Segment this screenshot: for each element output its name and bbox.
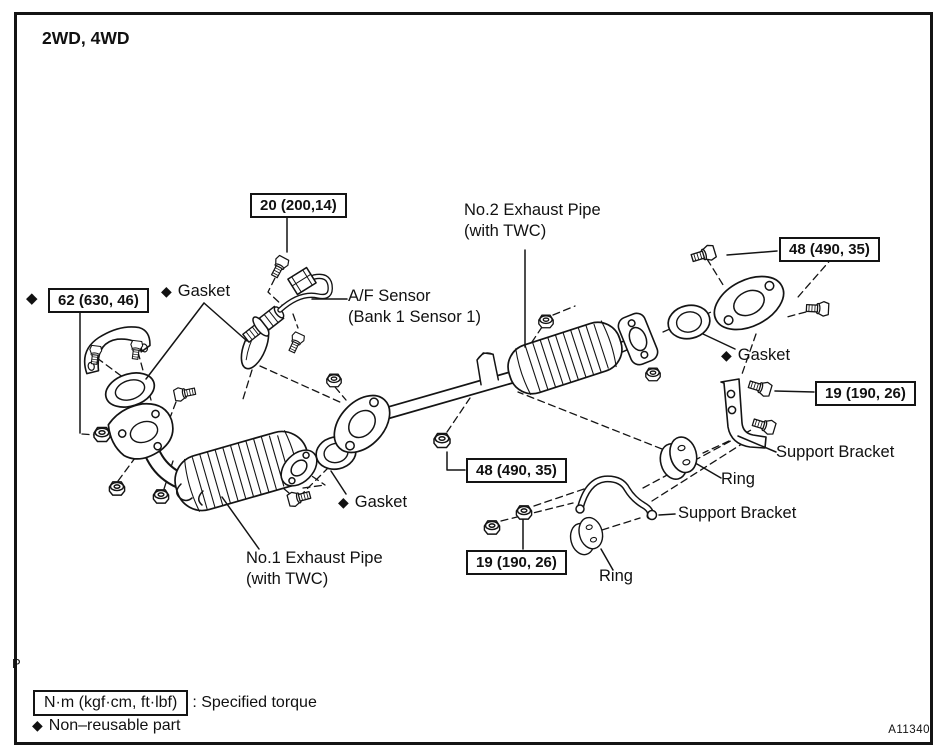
no1-pipe-line2: (with TWC)	[246, 570, 329, 588]
figure-code: A11340	[888, 724, 930, 736]
non-reusable-diamond-icon: ◆	[161, 283, 172, 299]
torque-callout-front-flange: 62 (630, 46)	[48, 288, 149, 313]
part-label-af-sensor: A/F Sensor (Bank 1 Sensor 1)	[348, 286, 481, 328]
torque-callout-center-flange: 48 (490, 35)	[466, 458, 567, 483]
torque-callout-af-sensor-bolt: 20 (200,14)	[250, 193, 347, 218]
figure-frame	[14, 12, 933, 745]
part-label-support-bracket-lower: Support Bracket	[678, 504, 797, 522]
gasket-center-text: Gasket	[354, 493, 408, 511]
legend-non-reusable-text: Non–reusable part	[48, 717, 181, 734]
legend-torque-symbol-box: N·m (kgf·cm, ft·lbf)	[33, 690, 189, 716]
torque-callout-rear-flange: 48 (490, 35)	[779, 237, 880, 262]
af-sensor-line2: (Bank 1 Sensor 1)	[348, 308, 481, 326]
part-label-ring-lower: Ring	[599, 567, 633, 585]
part-label-gasket-center: ◆ Gasket	[338, 492, 407, 513]
legend-specified-torque: N·m (kgf·cm, ft·lbf) : Specified torque	[33, 690, 317, 716]
gasket-left-text: Gasket	[177, 282, 231, 300]
part-label-no1-exhaust-pipe: No.1 Exhaust Pipe (with TWC)	[246, 548, 383, 590]
torque-callout-rear-bracket: 19 (190, 26)	[815, 381, 916, 406]
legend-torque-text: : Specified torque	[192, 694, 317, 711]
non-reusable-diamond-icon: ◆	[721, 347, 732, 363]
gasket-right-text: Gasket	[737, 346, 791, 364]
legend-non-reusable: ◆ Non–reusable part	[32, 717, 180, 735]
margin-letter: P	[12, 656, 21, 671]
part-label-support-bracket-upper: Support Bracket	[776, 443, 895, 461]
page-title: 2WD, 4WD	[42, 28, 130, 48]
no1-pipe-line1: No.1 Exhaust Pipe	[246, 549, 383, 567]
af-sensor-line1: A/F Sensor	[348, 287, 431, 305]
non-reusable-diamond-icon: ◆	[338, 494, 349, 510]
no2-pipe-line2: (with TWC)	[464, 222, 547, 240]
part-label-ring-upper: Ring	[721, 470, 755, 488]
non-reusable-diamond-icon: ◆	[26, 290, 38, 307]
torque-callout-center-bracket: 19 (190, 26)	[466, 550, 567, 575]
non-reusable-diamond-icon: ◆	[32, 717, 43, 733]
part-label-gasket-right: ◆ Gasket	[721, 345, 790, 366]
no2-pipe-line1: No.2 Exhaust Pipe	[464, 201, 601, 219]
part-label-gasket-left: ◆ Gasket	[161, 281, 230, 302]
part-label-no2-exhaust-pipe: No.2 Exhaust Pipe (with TWC)	[464, 200, 601, 242]
